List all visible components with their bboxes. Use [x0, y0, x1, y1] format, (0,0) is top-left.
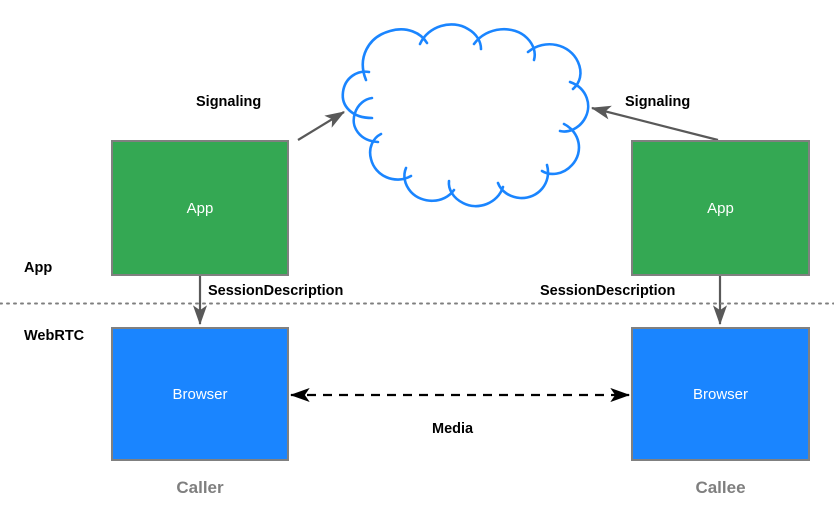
edge-label-callee-signaling: Signaling [625, 94, 691, 110]
role-label-caller: Caller [176, 478, 224, 497]
node-callee-browser-label: Browser [692, 385, 748, 403]
edge-label-callee-sessiondescription: SessionDescription [540, 283, 676, 299]
signaling-server-cloud [341, 23, 590, 208]
node-callee-app-label: App [707, 199, 734, 217]
node-caller-browser[interactable]: Browser [111, 327, 289, 461]
node-caller-app-label: App [186, 199, 214, 217]
node-caller-app[interactable]: App [111, 140, 289, 276]
edge-label-caller-sessiondescription: SessionDescription [208, 283, 344, 299]
node-callee-app[interactable]: App [631, 140, 810, 276]
role-label-callee: Callee [695, 478, 746, 497]
edge-caller-signaling [297, 111, 345, 141]
layer-label-webrtc: WebRTC [24, 328, 85, 344]
node-callee-browser[interactable]: Browser [631, 327, 810, 461]
edge-label-caller-signaling: Signaling [196, 94, 262, 110]
edge-label-media: Media [432, 421, 474, 437]
edge-callee-signaling [590, 105, 719, 142]
layer-label-app: App [24, 260, 53, 276]
node-caller-browser-label: Browser [172, 385, 228, 403]
